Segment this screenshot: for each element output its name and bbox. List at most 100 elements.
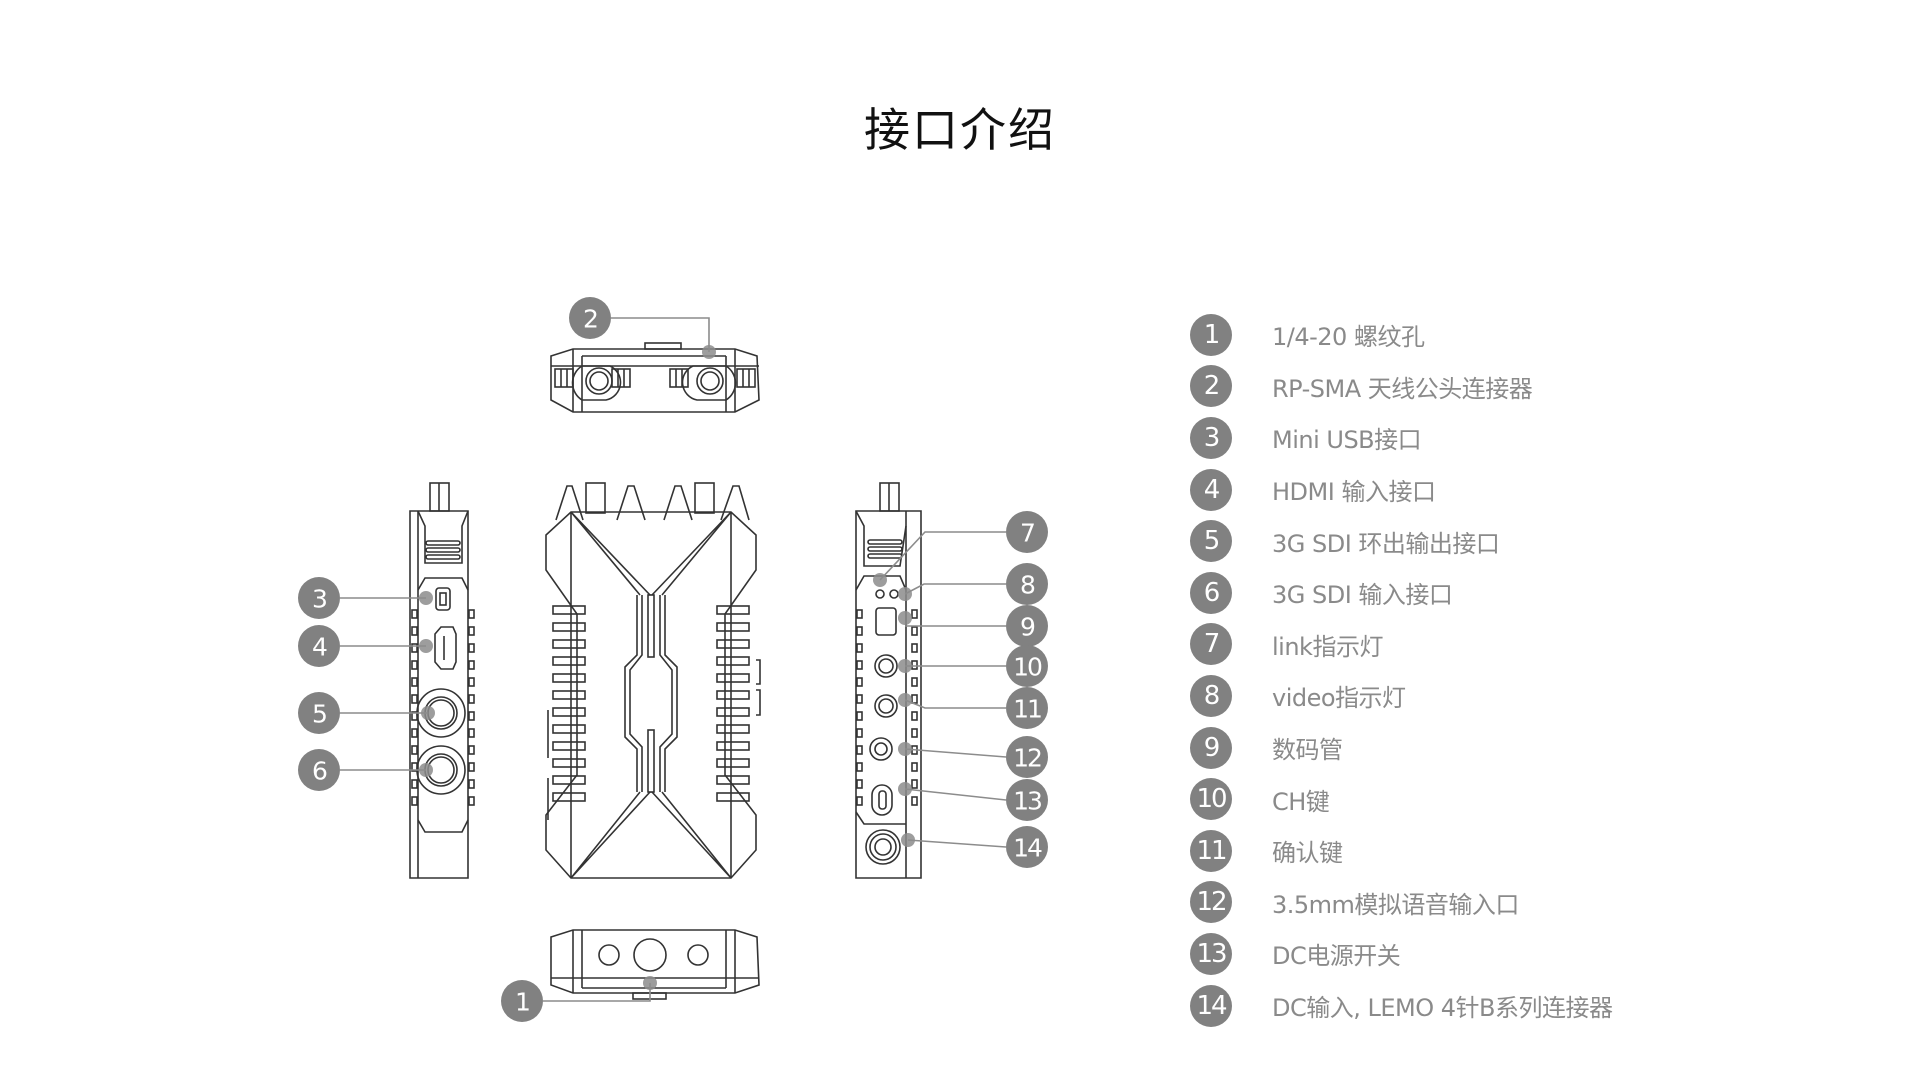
left-vent-fins xyxy=(552,605,586,802)
legend-label: RP-SMA 天线公头连接器 xyxy=(1272,374,1533,403)
callout-number-badge: 7 xyxy=(1190,623,1232,666)
callout-number-badge: 3 xyxy=(1190,416,1232,459)
legend-label: HDMI 输入接口 xyxy=(1272,478,1436,507)
side-ridge xyxy=(468,643,475,653)
hdmi-port xyxy=(434,626,457,670)
vent-fin xyxy=(552,656,586,666)
legend-label: DC电源开关 xyxy=(1272,942,1401,971)
callout-number-badge: 6 xyxy=(1190,571,1232,614)
vent-fin xyxy=(716,758,750,768)
target-dot xyxy=(419,591,433,605)
target-dot xyxy=(901,833,915,847)
vent-fin xyxy=(552,707,586,717)
target-dot xyxy=(643,976,657,990)
callout-2: 2 xyxy=(569,297,716,359)
callout-number-badge: 12 xyxy=(1190,881,1232,924)
side-ridge xyxy=(411,762,418,772)
side-ridge xyxy=(856,745,863,755)
legend-label: CH键 xyxy=(1272,787,1330,816)
legend-label: 3.5mm模拟语音输入口 xyxy=(1272,890,1519,919)
callout-11: 11 xyxy=(898,687,1048,729)
front-view xyxy=(545,482,761,879)
mini-usb-port xyxy=(435,587,451,611)
vent-fin xyxy=(716,690,750,700)
left-side-view xyxy=(409,482,475,879)
callout-1: 1 xyxy=(501,976,657,1022)
side-ridge xyxy=(911,728,918,738)
side-ridge xyxy=(468,796,475,806)
leader-line xyxy=(879,531,1006,581)
side-ridge xyxy=(468,609,475,619)
callout-number: 12 xyxy=(1013,744,1041,773)
vent-fin xyxy=(552,639,586,649)
callout-number-badge: 14 xyxy=(1190,984,1232,1027)
legend-label: 1/4-20 螺纹孔 xyxy=(1272,323,1425,352)
callout-13: 13 xyxy=(898,779,1048,821)
side-ridge xyxy=(411,694,418,704)
target-dot xyxy=(419,639,433,653)
legend-label: 数码管 xyxy=(1272,736,1343,765)
callout-badge xyxy=(1006,511,1048,553)
legend-item: 4 HDMI 输入接口 xyxy=(1190,464,1613,516)
callout-badge xyxy=(1006,826,1048,868)
target-dot xyxy=(419,763,433,777)
target-dot xyxy=(898,587,912,601)
callout-number-badge: 11 xyxy=(1190,829,1232,872)
callout-12: 12 xyxy=(898,736,1048,778)
callout-number-badge: 9 xyxy=(1190,726,1232,769)
confirm-button xyxy=(874,694,898,718)
callout-number-badge: 1 xyxy=(1190,313,1232,356)
vent-fin xyxy=(552,690,586,700)
side-ridge xyxy=(856,660,863,670)
leader-line xyxy=(907,839,1007,848)
vent-fin xyxy=(552,605,586,615)
link-led xyxy=(875,589,885,599)
callout-badge xyxy=(298,692,340,734)
mount-hole xyxy=(687,944,709,966)
vent-fin xyxy=(716,605,750,615)
thread-hole xyxy=(633,938,667,972)
callout-badge xyxy=(1006,687,1048,729)
side-ridge xyxy=(411,796,418,806)
callout-badge xyxy=(1006,605,1048,647)
vent-fin xyxy=(716,792,750,802)
vent-fin xyxy=(552,775,586,785)
callout-3: 3 xyxy=(298,577,433,619)
callout-badge xyxy=(1006,736,1048,778)
callout-number: 8 xyxy=(1020,571,1035,600)
side-ridge xyxy=(411,677,418,687)
page-title: 接口介绍 xyxy=(864,103,1056,157)
side-ridge xyxy=(856,694,863,704)
target-dot xyxy=(898,742,912,756)
side-ridge xyxy=(911,677,918,687)
callout-badge xyxy=(1006,779,1048,821)
vent-fin xyxy=(716,707,750,717)
callout-badge xyxy=(1006,563,1048,605)
callout-number-badge: 8 xyxy=(1190,674,1232,717)
callout-number: 2 xyxy=(583,305,597,334)
vent-fin xyxy=(716,639,750,649)
lemo-dc-input xyxy=(865,829,901,865)
vent-fin xyxy=(552,673,586,683)
callout-number: 7 xyxy=(1020,519,1034,548)
vent-slots xyxy=(425,540,461,560)
side-ridge xyxy=(856,609,863,619)
right-vent-fins xyxy=(716,605,750,802)
callout-number: 10 xyxy=(1013,653,1042,682)
legend-label: DC输入, LEMO 4针B系列连接器 xyxy=(1272,994,1613,1023)
side-ridge xyxy=(468,660,475,670)
callout-5: 5 xyxy=(298,692,435,734)
callout-number: 13 xyxy=(1013,787,1041,816)
side-ridge xyxy=(911,779,918,789)
callout-7: 7 xyxy=(873,511,1048,587)
vent-fin xyxy=(716,673,750,683)
leader-line xyxy=(904,748,1007,758)
target-dot xyxy=(898,611,912,625)
vent-fin xyxy=(552,758,586,768)
callout-number-badge: 4 xyxy=(1190,468,1232,511)
callout-number: 14 xyxy=(1013,834,1042,863)
